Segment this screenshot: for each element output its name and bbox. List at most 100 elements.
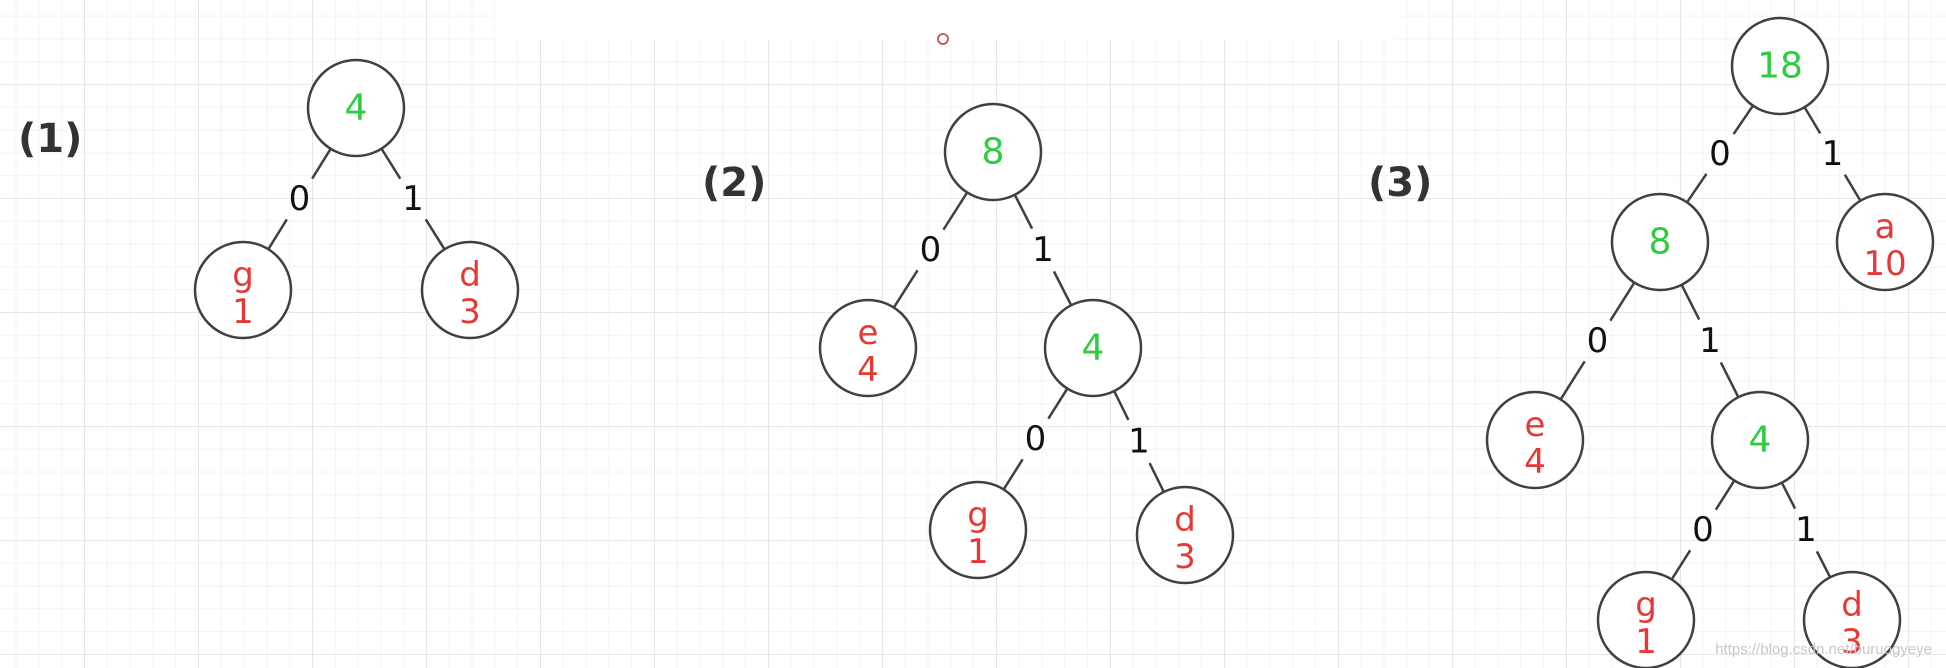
- leaf-weight-label: 1: [967, 532, 989, 572]
- leaf-weight-label: 10: [1863, 244, 1906, 284]
- edge-line-t2-4-t2-g: [1002, 458, 1024, 491]
- edge-bit-label: 1: [1795, 510, 1817, 550]
- edge-line-t2-4-t2-d: [1113, 390, 1130, 421]
- leaf-weight-label: 4: [1524, 442, 1546, 482]
- edge-line-t3-8-t3-e: [1609, 281, 1636, 322]
- leaf-char-label: g: [1635, 585, 1657, 625]
- edge-bit-label: 1: [1822, 134, 1844, 174]
- edge-bit-label: 1: [1032, 230, 1054, 270]
- node-circle: [1596, 570, 1696, 668]
- edge-line-t2-root-t2-4: [1052, 270, 1073, 306]
- internal-weight-label: 18: [1757, 46, 1803, 87]
- node-circle: [1485, 390, 1585, 490]
- leaf-node-g: g1: [928, 480, 1028, 580]
- leaf-node-a: a10: [1835, 192, 1935, 292]
- leaf-weight-label: 1: [1635, 622, 1657, 662]
- leaf-weight-label: 4: [857, 350, 879, 390]
- edge-bit-label: 0: [920, 230, 942, 270]
- edge-line-t1-root-t1-g: [267, 218, 288, 250]
- leaf-node-e: e4: [818, 298, 918, 398]
- edge-line-t3-8-t3-4: [1680, 284, 1701, 321]
- edge-line-t3-4-t3-d: [1780, 482, 1797, 510]
- internal-node: 4: [306, 58, 406, 158]
- internal-node: 8: [1610, 192, 1710, 292]
- leaf-node-d: d3: [420, 240, 520, 340]
- edge-bit-label: 1: [402, 179, 424, 219]
- edge-line-t2-4-t2-d: [1148, 462, 1165, 493]
- edges-layer: 0 1 0 1 0 1 0 1 0 1 0 1: [267, 104, 1862, 581]
- leaf-weight-label: 3: [459, 292, 481, 332]
- edge-line-t3-root-t3-8: [1686, 173, 1708, 204]
- edge-line-t1-root-t1-d: [424, 218, 446, 250]
- tree-label-1: (1): [18, 116, 82, 162]
- watermark-text: https://blog.csdn.net/buruogyeye: [1715, 641, 1932, 658]
- edge-line-t1-root-t1-g: [311, 148, 332, 180]
- internal-weight-label: 4: [345, 88, 368, 129]
- edge-line-t1-root-t1-d: [380, 148, 402, 180]
- edge-line-t3-root-t3-a: [1843, 173, 1862, 202]
- edge-bit-label: 0: [1692, 510, 1714, 550]
- tree-label-3: (3): [1368, 160, 1432, 206]
- leaf-char-label: a: [1875, 207, 1896, 247]
- node-circle: [193, 240, 293, 340]
- top-blank-strip: [495, 0, 1395, 40]
- edge-line-t2-root-t2-e: [942, 191, 969, 231]
- edge-line-t2-root-t2-4: [1013, 194, 1034, 230]
- leaf-node-d: d3: [1135, 485, 1235, 585]
- node-circle: [943, 102, 1043, 202]
- leaf-node-g: g1: [1596, 570, 1696, 668]
- node-circle: [818, 298, 918, 398]
- edge-line-t2-4-t2-g: [1047, 387, 1069, 420]
- leaf-char-label: e: [858, 313, 879, 353]
- internal-weight-label: 8: [982, 132, 1005, 173]
- node-circle: [306, 58, 406, 158]
- internal-weight-label: 8: [1649, 222, 1672, 263]
- marker-dot: [937, 33, 949, 45]
- internal-node: 8: [943, 102, 1043, 202]
- edge-line-t3-8-t3-e: [1559, 360, 1586, 401]
- leaf-char-label: d: [459, 255, 481, 295]
- leaf-char-label: e: [1525, 405, 1546, 445]
- edge-bit-label: 1: [1128, 422, 1150, 462]
- edge-line-t3-4-t3-d: [1815, 550, 1832, 578]
- edge-line-t3-4-t3-g: [1714, 479, 1736, 511]
- node-circle: [928, 480, 1028, 580]
- internal-node: 4: [1043, 298, 1143, 398]
- edge-line-t3-root-t3-a: [1803, 106, 1822, 135]
- edge-line-t2-root-t2-e: [892, 269, 919, 309]
- leaf-char-label: g: [232, 255, 254, 295]
- edge-line-t3-root-t3-8: [1732, 104, 1754, 135]
- node-circle: [1135, 485, 1235, 585]
- node-circle: [1710, 390, 1810, 490]
- leaf-node-g: g1: [193, 240, 293, 340]
- leaf-weight-label: 1: [232, 292, 254, 332]
- edge-bit-label: 0: [1709, 134, 1731, 174]
- edge-bit-label: 0: [289, 179, 311, 219]
- leaf-node-e: e4: [1485, 390, 1585, 490]
- leaf-weight-label: 3: [1174, 537, 1196, 577]
- node-circle: [1730, 16, 1830, 116]
- leaf-char-label: d: [1174, 500, 1196, 540]
- tree-labels-layer: (1) (2) (3): [18, 116, 1432, 206]
- internal-weight-label: 4: [1082, 328, 1105, 369]
- edge-bit-label: 0: [1587, 321, 1609, 361]
- node-circle: [1802, 570, 1902, 668]
- internal-node: 18: [1730, 16, 1830, 116]
- edge-bit-label: 1: [1699, 321, 1721, 361]
- node-circle: [1835, 192, 1935, 292]
- edge-bit-label: 0: [1025, 419, 1047, 459]
- internal-node: 4: [1710, 390, 1810, 490]
- leaf-weight-label: 3: [1841, 622, 1863, 662]
- node-circle: [420, 240, 520, 340]
- leaf-char-label: g: [967, 495, 989, 535]
- node-circle: [1610, 192, 1710, 292]
- edge-line-t3-4-t3-g: [1670, 549, 1692, 581]
- edge-line-t3-8-t3-4: [1719, 361, 1740, 398]
- leaf-char-label: d: [1841, 585, 1863, 625]
- node-circle: [1043, 298, 1143, 398]
- leaf-node-d: d3: [1802, 570, 1902, 668]
- tree-label-2: (2): [702, 160, 766, 206]
